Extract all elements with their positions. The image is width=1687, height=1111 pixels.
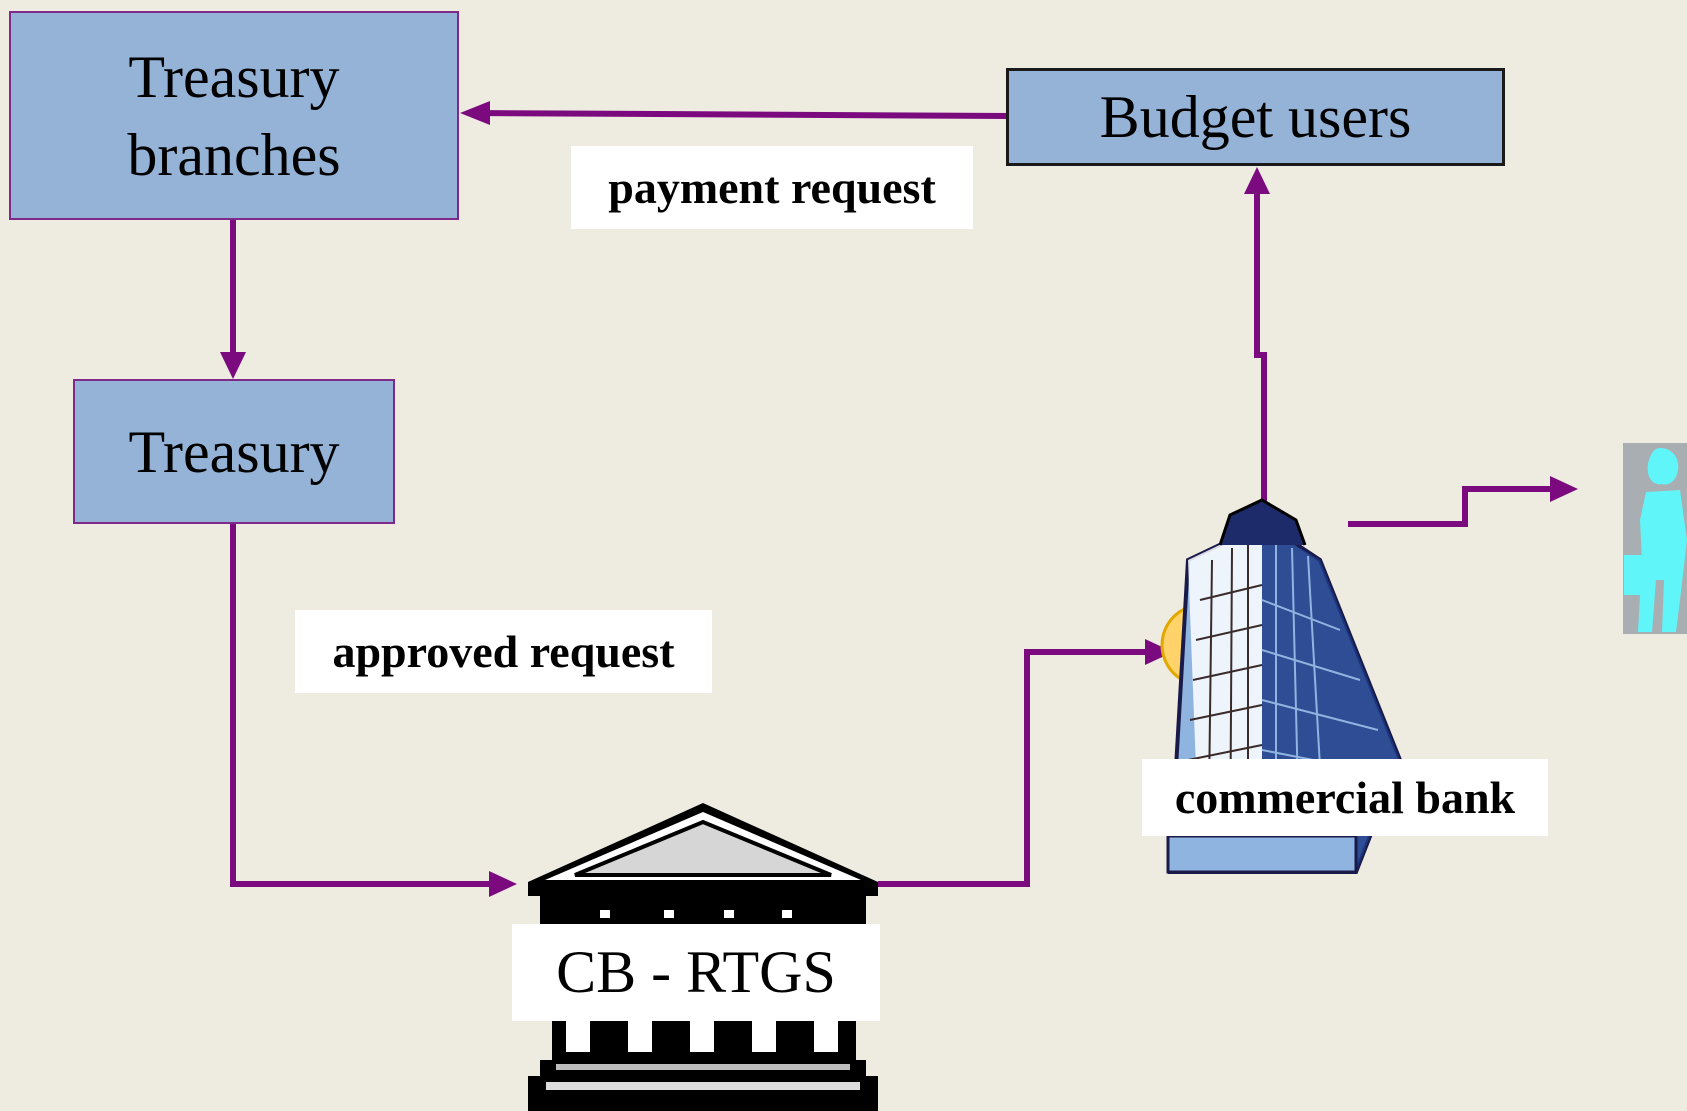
treasury-node: Treasury [73,379,395,524]
payment-request-label: payment request [571,146,973,229]
approved-request-label: approved request [295,610,712,693]
arrow-cb-rtgs-to-commercial-bank [878,649,1150,887]
arrow-treasury-to-cb-rtgs [230,522,495,887]
arrow-budget-users-to-treasury-branches [469,110,1011,119]
arrows [220,101,1578,897]
arrowhead-client [1550,476,1578,502]
arrowhead-treasury-branches [460,101,490,125]
arrow-commercial-bank-to-budget-users [1254,190,1267,520]
budget-users-node: Budget users [1006,68,1505,166]
client-businessman-icon [1623,443,1687,634]
central-bank-building-icon [528,803,878,1111]
commercial-bank-label: commercial bank [1142,759,1548,836]
arrowhead-cb-rtgs [489,871,517,897]
arrowhead-commercial-bank [1145,639,1173,665]
arrow-commercial-bank-to-client [1348,486,1560,527]
arrowhead-budget-users [1244,167,1270,194]
cb-rtgs-label: CB - RTGS [512,924,880,1021]
treasury-branches-node: Treasury branches [9,11,459,220]
arrowhead-treasury [220,352,246,379]
